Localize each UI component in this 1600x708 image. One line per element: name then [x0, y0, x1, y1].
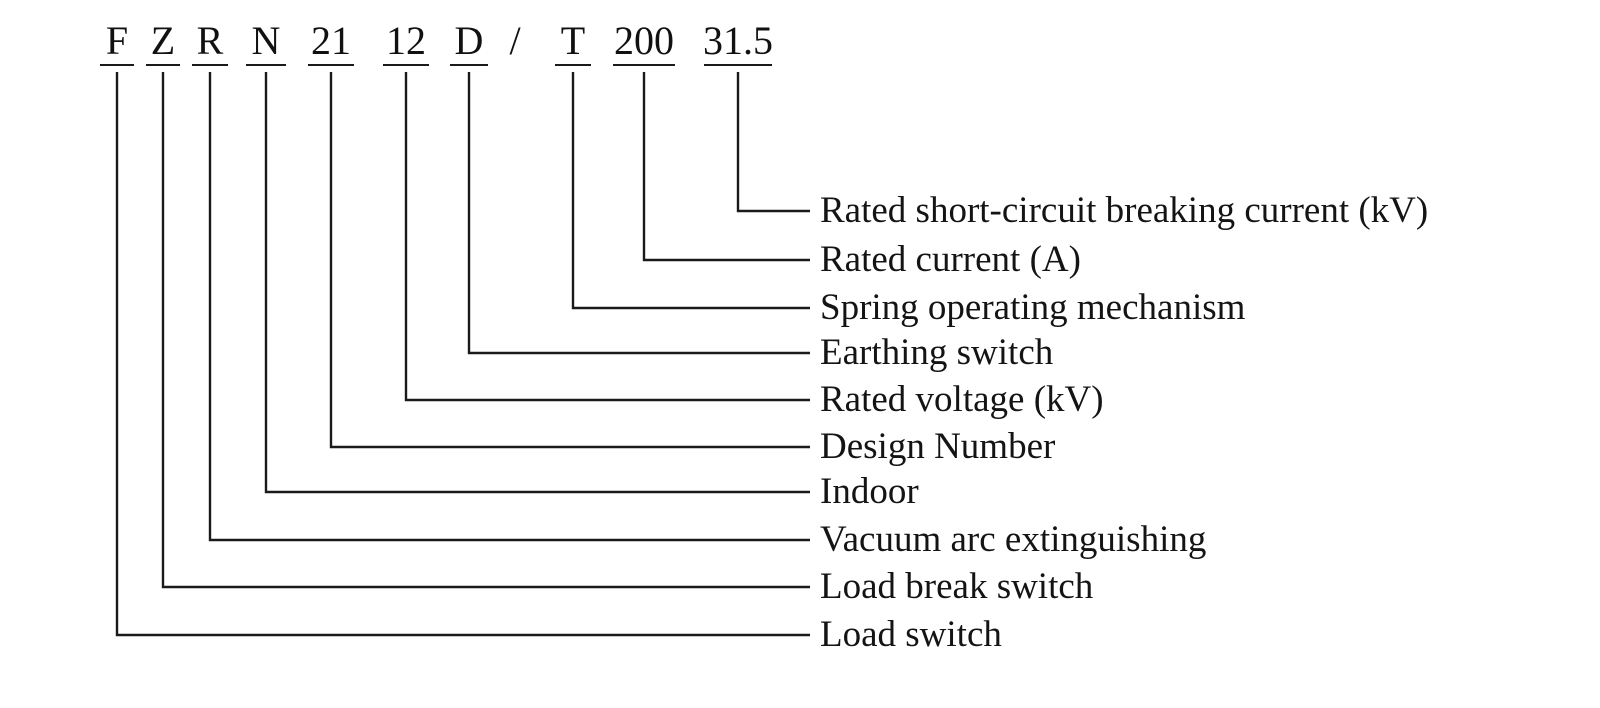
- code-segment-rule: [613, 64, 675, 66]
- code-segment: F: [105, 18, 129, 63]
- code-segment: T: [560, 18, 586, 63]
- description-label: Earthing switch: [820, 332, 1054, 373]
- description-label: Design Number: [820, 426, 1056, 467]
- code-segment: Z: [150, 18, 176, 63]
- description-label: Spring operating mechanism: [820, 287, 1246, 328]
- code-segment-rule: [450, 64, 488, 66]
- leader-line: [264, 72, 810, 494]
- code-segment: 12: [386, 18, 426, 63]
- code-segment-rule: [704, 64, 772, 66]
- code-segment: 21: [311, 18, 351, 63]
- description-label: Load switch: [820, 614, 1002, 655]
- description-label: Rated voltage (kV): [820, 379, 1104, 420]
- description-label: Indoor: [820, 471, 919, 512]
- code-segment-rule: [192, 64, 228, 66]
- leader-line: [329, 72, 810, 449]
- code-segment: R: [196, 18, 224, 63]
- leader-line: [736, 72, 810, 213]
- code-segment-rule: [308, 64, 354, 66]
- code-segment: 200: [614, 18, 674, 63]
- code-segment-rule: [383, 64, 429, 66]
- leader-line: [642, 72, 810, 262]
- code-segment: D: [454, 18, 484, 63]
- code-segment: N: [251, 18, 281, 63]
- code-segment-rule: [146, 64, 180, 66]
- code-segment-rule: [555, 64, 591, 66]
- leader-line: [467, 72, 810, 355]
- code-segment-rule: [100, 64, 134, 66]
- description-label: Load break switch: [820, 566, 1094, 607]
- description-label: Vacuum arc extinguishing: [820, 519, 1207, 560]
- leader-line: [115, 72, 810, 637]
- code-segment: 31.5: [703, 18, 773, 63]
- leader-line: [404, 72, 810, 402]
- code-segment: /: [509, 18, 521, 63]
- description-label: Rated current (A): [820, 239, 1081, 280]
- leader-line: [161, 72, 810, 589]
- description-label: Rated short-circuit breaking current (kV…: [820, 190, 1429, 231]
- leader-line: [571, 72, 810, 310]
- code-segment-rule: [246, 64, 286, 66]
- leader-line: [208, 72, 810, 542]
